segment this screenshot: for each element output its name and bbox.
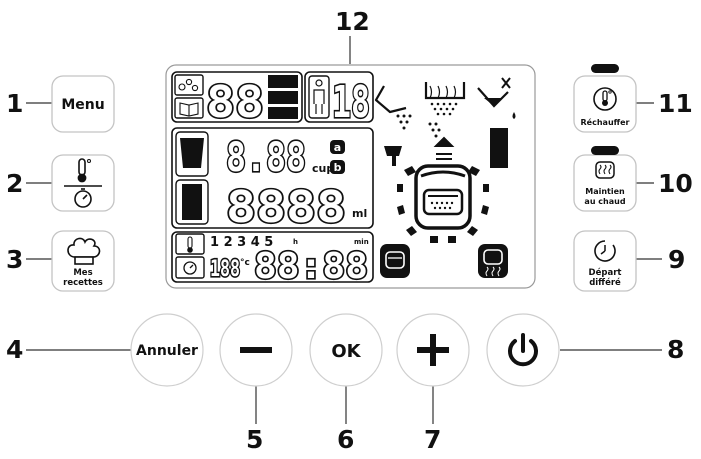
large-cup-icon xyxy=(175,179,209,225)
keep-warm-mode-icon xyxy=(478,244,508,278)
mes-recettes-button[interactable]: Mes recettes xyxy=(51,230,115,292)
chef-hat-icon xyxy=(67,237,101,265)
step-numbers: 1 2 3 4 5 xyxy=(210,235,273,250)
callout-6: 6 xyxy=(337,425,354,454)
plus-button[interactable] xyxy=(396,313,470,387)
keep-warm-icon xyxy=(595,161,615,179)
ml-digits: 8888 xyxy=(226,182,346,233)
time-digits: 88:88 xyxy=(254,246,368,287)
program-digits: 88 xyxy=(206,77,264,128)
mes-label: Mes xyxy=(73,268,92,278)
callout-3: 3 xyxy=(6,245,23,274)
hours-label: h xyxy=(293,238,298,246)
person-digits: 18 xyxy=(332,77,370,128)
rechauffer-button[interactable]: Réchauffer xyxy=(573,64,637,133)
cooking-mode-icon xyxy=(380,244,410,278)
depart-differe-button[interactable]: Départ différé xyxy=(573,230,637,292)
cup-unit: cup xyxy=(312,162,334,175)
person-icon xyxy=(308,75,330,119)
temperature-digits: 188 xyxy=(210,257,240,282)
svg-text:b: b xyxy=(334,161,342,174)
rechauffer-label: Réchauffer xyxy=(581,117,630,127)
callout-10: 10 xyxy=(658,169,693,198)
bar-3 xyxy=(268,107,298,119)
lcd-display: 88 18 8.88 cup a b 888 xyxy=(165,64,536,289)
callout-8: 8 xyxy=(667,335,684,364)
annuler-button[interactable]: Annuler xyxy=(130,313,204,387)
cup-digits: 8.88 xyxy=(226,135,306,181)
callout-4: 4 xyxy=(6,335,23,364)
menu-button-label: Menu xyxy=(61,97,104,113)
callout-11: 11 xyxy=(658,89,693,118)
callout-1: 1 xyxy=(6,89,23,118)
maintien-au-chaud-button[interactable]: Maintien au chaud xyxy=(573,146,637,212)
celsius-unit: °c xyxy=(240,258,250,268)
small-cup-icon xyxy=(175,131,209,177)
thermometer-icon xyxy=(77,158,91,183)
recettes-label: recettes xyxy=(63,278,103,288)
timer-icon xyxy=(74,188,92,208)
depart-label: Départ xyxy=(589,267,622,278)
power-button[interactable] xyxy=(486,313,560,387)
minus-button[interactable] xyxy=(219,313,293,387)
rice-pot-icon xyxy=(384,128,508,243)
badge-a: a xyxy=(330,140,345,154)
maintien-label: Maintien xyxy=(585,187,625,196)
lcd-thermometer-icon xyxy=(175,233,205,255)
minutes-label: min xyxy=(354,238,369,246)
annuler-label: Annuler xyxy=(136,343,198,359)
differe-label: différé xyxy=(589,277,621,288)
badge-b: b xyxy=(330,160,345,174)
ok-label: OK xyxy=(331,341,361,362)
bar-1 xyxy=(268,75,298,88)
reheat-icon xyxy=(593,87,617,111)
svg-text:a: a xyxy=(334,141,341,154)
clock-icon xyxy=(594,240,616,262)
minus-icon xyxy=(240,347,272,353)
grains-icon xyxy=(174,74,204,96)
book-icon xyxy=(174,97,204,119)
pour-water-icon xyxy=(477,77,516,119)
maintien-led xyxy=(591,146,619,155)
bar-2 xyxy=(268,91,298,104)
callout-2: 2 xyxy=(6,169,23,198)
power-icon xyxy=(508,333,538,367)
menu-button[interactable]: Menu xyxy=(51,75,115,133)
rechauffer-led xyxy=(591,64,619,73)
callout-9: 9 xyxy=(668,245,685,274)
temp-timer-button[interactable] xyxy=(51,154,115,212)
lcd-timer-icon xyxy=(175,256,205,279)
callouts: 1 2 3 4 5 6 7 8 9 10 11 12 xyxy=(6,7,693,454)
callout-12: 12 xyxy=(335,7,370,36)
callout-7: 7 xyxy=(424,425,441,454)
au-chaud-label: au chaud xyxy=(584,197,625,206)
steam-icon xyxy=(424,82,466,138)
ml-unit: ml xyxy=(352,207,367,220)
ok-button[interactable]: OK xyxy=(309,313,383,387)
plus-icon xyxy=(417,334,449,366)
callout-5: 5 xyxy=(246,425,263,454)
pour-grains-icon xyxy=(374,85,412,130)
